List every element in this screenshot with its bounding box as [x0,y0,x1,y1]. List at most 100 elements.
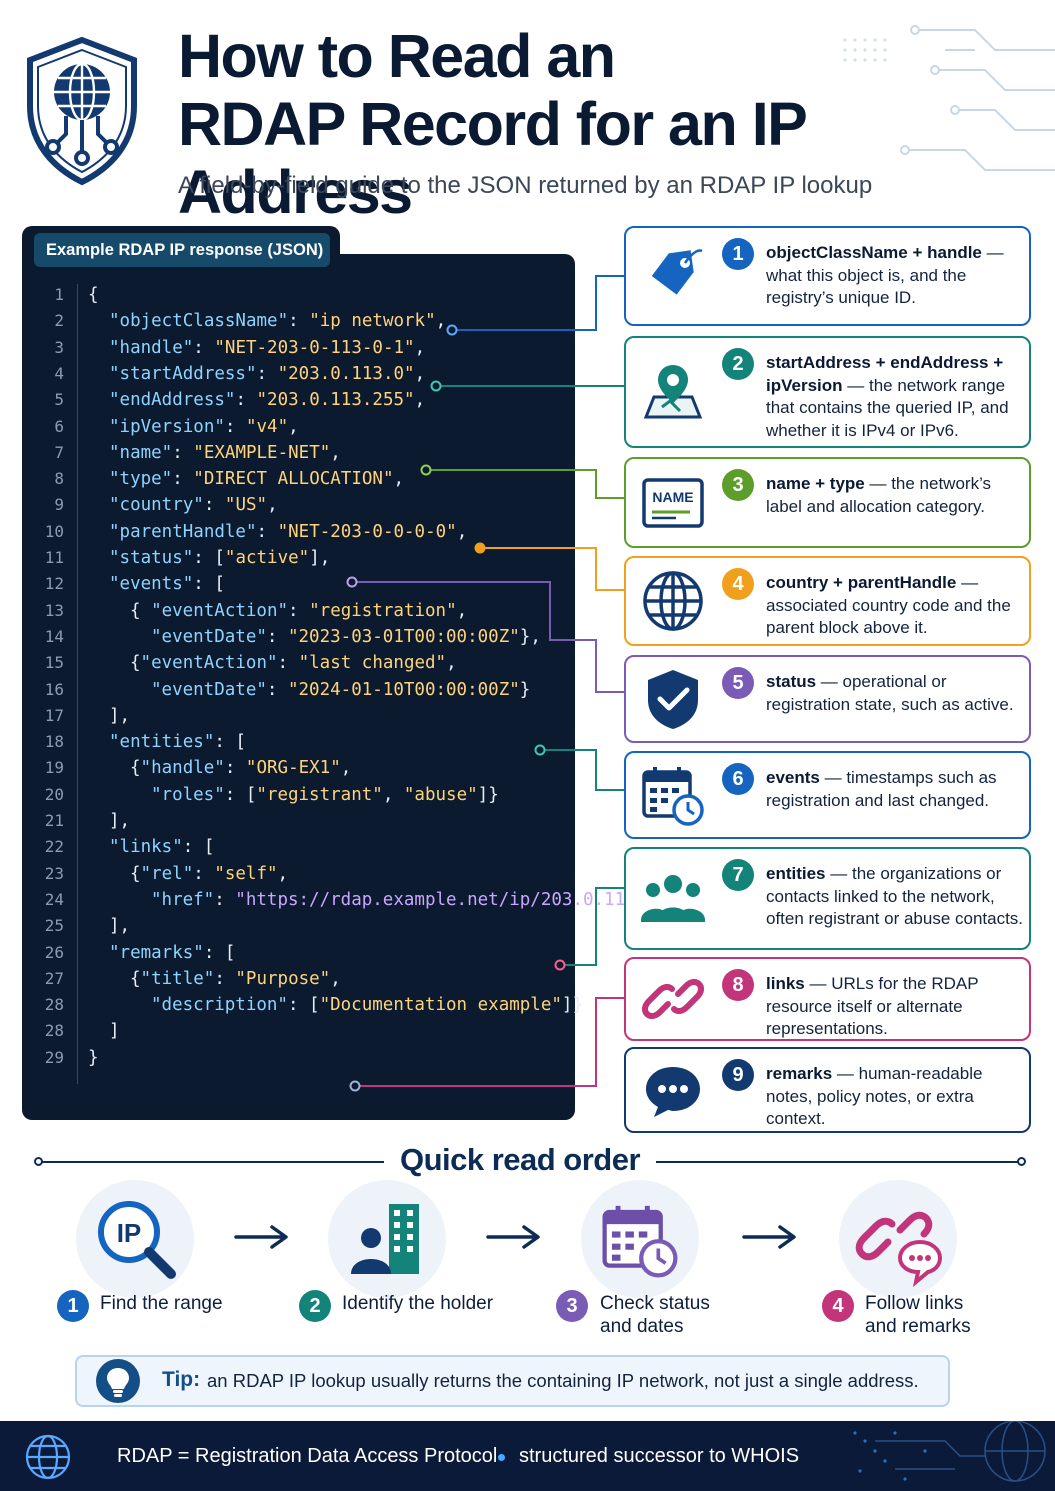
circuit-decoration-icon [843,25,1055,171]
json-punctuation: , [340,758,352,779]
line-number: 9 [54,495,64,515]
code-text: "roles": ["registrant", "abuse"]} [151,782,499,808]
line-number: 11 [44,548,64,567]
json-key: "country" [109,495,204,516]
json-punctuation: : [ [193,548,225,568]
line-number: 14 [44,626,64,646]
json-key: "name" [109,442,173,463]
code-text: } [88,1045,99,1071]
json-punctuation: , [414,337,426,358]
json-key: "eventDate" [151,679,267,700]
footer-circuit-decoration-icon [853,1421,1046,1482]
json-key: "rel" [140,863,194,884]
card-explanation: — URLs for the RDAP resource itself or a… [766,974,979,1038]
link-chat-icon [848,1190,948,1290]
json-value: "last changed" [298,653,447,674]
code-text: "status": ["active"], [109,545,330,571]
json-value: "v4" [245,416,289,437]
line-number: 29 [44,1047,64,1067]
json-punctuation: : [193,337,215,358]
quick-read-divider-right [656,1161,1020,1163]
card-description: entities — the organizations or contacts… [766,863,1024,931]
step-label: Find the range [100,1293,223,1314]
json-punctuation: , [393,469,405,490]
code-text: "remarks": [ [109,940,235,966]
divider-dot [34,1157,43,1166]
field-card-7: 7 entities — the organizations or contact… [624,847,1031,950]
code-text: { [88,282,99,308]
card-number-badge: 5 [722,667,754,699]
card-description: links — URLs for the RDAP resource itsel… [766,973,1024,1041]
card-field-names: objectClassName + handle [766,243,982,262]
json-punctuation: : [256,521,278,542]
json-punctuation: : [ [214,732,246,753]
card-explanation: — operational or registration state, suc… [766,672,1014,714]
card-number-badge: 1 [722,238,754,270]
json-punctuation: : [266,679,288,700]
json-key: "eventAction" [140,653,278,674]
code-text: "handle": "NET-203-0-113-0-1", [109,335,425,361]
step-label: Check status and dates [600,1293,710,1337]
code-text: "startAddress": "203.0.113.0", [109,361,425,387]
json-punctuation: { [88,285,99,305]
step-number-badge: 1 [57,1290,89,1322]
json-key: "handle" [109,337,194,358]
json-punctuation: ]} [561,995,583,1016]
line-number: 20 [44,784,64,804]
card-field-names: events [766,768,820,787]
shield-globe-logo-icon [27,36,137,186]
line-number: 7 [54,442,64,462]
shield-check-icon [640,666,706,732]
line-number: 6 [54,416,64,436]
line-number: 2 [54,311,64,331]
step-icon-background [328,1180,446,1298]
page-title: How to Read an RDAP Record for an IP Add… [178,22,807,226]
line-number: 17 [44,705,64,725]
card-description: name + type — the network’s label and al… [766,473,1024,518]
json-punctuation: , [267,495,278,516]
json-punctuation: ] [109,1021,120,1042]
line-number: 25 [44,916,64,936]
line-number: 26 [44,942,64,962]
tip-label: Tip: [162,1368,201,1391]
globe-icon [640,568,706,634]
json-punctuation: , [414,390,426,411]
json-key: "eventAction" [151,600,289,621]
json-key: "objectClassName" [109,311,289,332]
card-field-names: name + type [766,474,865,493]
footer-separator-dot [498,1454,505,1461]
line-number: 8 [54,469,64,489]
json-punctuation: : [ [224,784,257,805]
card-number-badge: 7 [722,859,754,891]
svg-text:IP: IP [117,1218,142,1248]
map-pin-icon [640,359,706,425]
json-key: "status" [109,548,194,568]
json-key: "handle" [140,758,225,779]
step-label: Follow links and remarks [865,1293,971,1337]
line-number: 27 [44,968,64,988]
code-text: {"rel": "self", [130,861,288,887]
line-number: 24 [44,889,64,909]
divider-dot [1017,1157,1026,1166]
json-key: "eventDate" [151,626,267,647]
json-key: "remarks" [109,942,204,963]
card-description: country + parentHandle — associated coun… [766,572,1024,640]
line-number: 21 [44,811,64,830]
code-text: {"eventAction": "last changed", [130,650,457,676]
tip-text: an RDAP IP lookup usually returns the co… [207,1370,919,1391]
json-punctuation: : [224,758,246,779]
code-text: { "eventAction": "registration", [130,598,467,624]
line-number: 22 [44,837,64,857]
code-text: ], [109,703,130,729]
footer-bar [0,1421,1055,1491]
card-explanation: — the network’s label and allocation cat… [766,474,992,516]
json-punctuation: , [456,600,468,621]
card-number-badge: 4 [722,568,754,600]
json-punctuation: , [414,363,426,384]
json-value: "EXAMPLE-NET" [193,442,331,463]
json-punctuation: ], [109,811,131,831]
json-punctuation: ], [109,705,131,726]
json-value: "NET-203-0-0-0-0" [277,521,457,542]
